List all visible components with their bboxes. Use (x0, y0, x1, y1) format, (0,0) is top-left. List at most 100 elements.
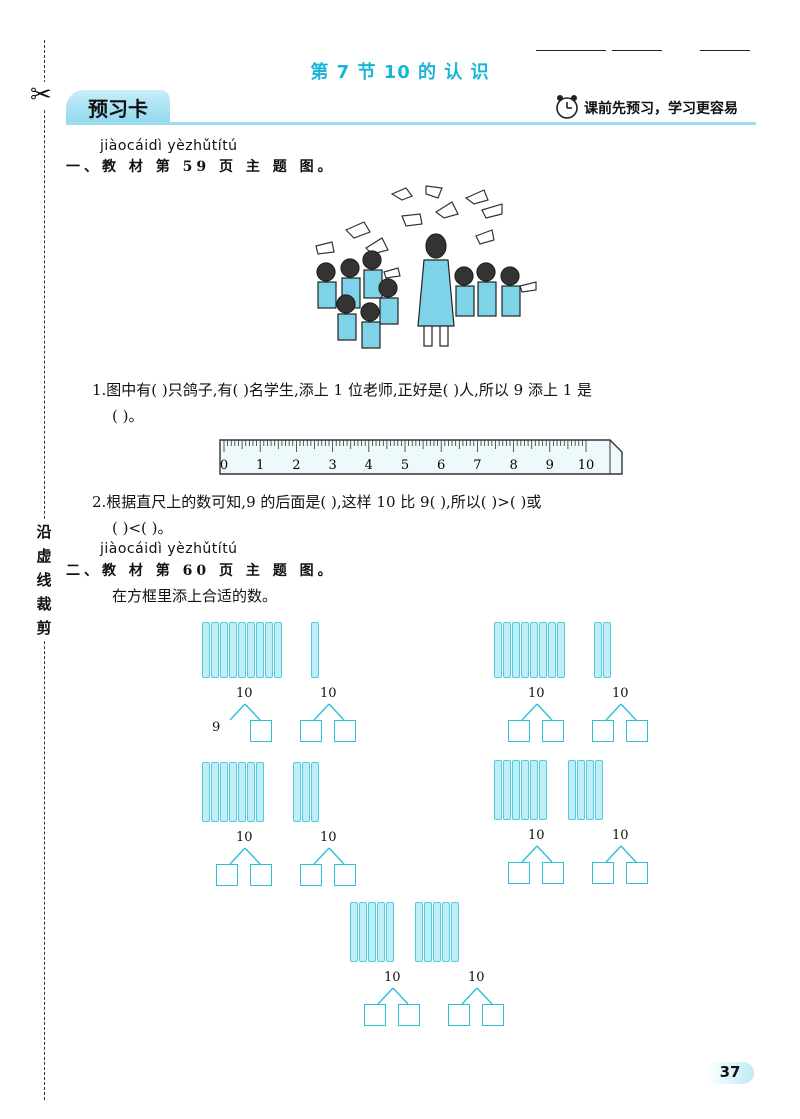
question-2-line-2: ( )<( )。 (112, 519, 173, 537)
stick (557, 622, 565, 678)
answer-box[interactable] (398, 1004, 420, 1026)
answer-box[interactable] (592, 862, 614, 884)
part1-pinyin: jiàocáidì yèzhǔtítú (100, 138, 238, 154)
split-lines (605, 845, 637, 863)
answer-box[interactable] (626, 720, 648, 742)
stick-bundle (494, 760, 547, 820)
split-lines (229, 703, 261, 721)
number-split-diagram: 10 (212, 830, 282, 894)
answer-box[interactable] (334, 864, 356, 886)
stick (256, 622, 264, 678)
answer-box[interactable] (482, 1004, 504, 1026)
stick (211, 622, 219, 678)
split-total: 10 (612, 686, 629, 701)
stick (274, 622, 282, 678)
stick (238, 622, 246, 678)
stick (521, 622, 529, 678)
ruler-number: 6 (437, 458, 445, 473)
stick (512, 622, 520, 678)
stick (539, 760, 547, 820)
number-split-diagram: 10 (360, 970, 430, 1034)
stick (442, 902, 450, 962)
split-lines (313, 703, 345, 721)
page-number-badge (706, 1062, 754, 1084)
stick (568, 760, 576, 820)
stick (229, 622, 237, 678)
stick (311, 762, 319, 822)
stick-bundle (568, 760, 603, 820)
stick (220, 622, 228, 678)
answer-box[interactable] (542, 862, 564, 884)
answer-box[interactable] (508, 862, 530, 884)
split-lines (313, 847, 345, 865)
stick (202, 622, 210, 678)
stick (424, 902, 432, 962)
number-split-diagram: 10 (504, 828, 574, 892)
stick (577, 760, 585, 820)
ruler-number: 3 (328, 458, 336, 473)
stick-bundle (311, 622, 319, 678)
stick (256, 762, 264, 822)
question-1-line-2: ( )。 (112, 407, 144, 425)
answer-box[interactable] (448, 1004, 470, 1026)
answer-box[interactable] (300, 864, 322, 886)
stick (451, 902, 459, 962)
stick (503, 622, 511, 678)
stick (377, 902, 385, 962)
ruler-number: 9 (546, 458, 554, 473)
stick (302, 762, 310, 822)
stick (512, 760, 520, 820)
stick (386, 902, 394, 962)
tip-text: 课前先预习，学习更容易 (584, 101, 738, 117)
stick (211, 762, 219, 822)
stick (503, 760, 511, 820)
split-lines (461, 987, 493, 1005)
stick (265, 622, 273, 678)
stick (368, 902, 376, 962)
split-total: 10 (384, 970, 401, 985)
answer-box[interactable] (216, 864, 238, 886)
answer-box[interactable] (542, 720, 564, 742)
cut-label: 沿虚线裁剪 (34, 520, 54, 640)
ruler-number: 5 (401, 458, 409, 473)
ruler-number: 10 (578, 458, 595, 473)
ruler-number: 4 (365, 458, 373, 473)
stick (415, 902, 423, 962)
stick (603, 622, 611, 678)
answer-box[interactable] (626, 862, 648, 884)
stick (494, 622, 502, 678)
stick (238, 762, 246, 822)
split-lines (521, 845, 553, 863)
header-blank (700, 50, 750, 51)
header-blank (612, 50, 662, 51)
clock-icon (556, 95, 578, 119)
stick (586, 760, 594, 820)
split-given-number: 9 (212, 720, 221, 735)
split-lines (605, 703, 637, 721)
answer-box[interactable] (250, 720, 272, 742)
split-lines (521, 703, 553, 721)
number-split-diagram: 10 (504, 686, 574, 750)
answer-box[interactable] (250, 864, 272, 886)
split-total: 10 (528, 686, 545, 701)
answer-box[interactable] (334, 720, 356, 742)
stick (521, 760, 529, 820)
stick (220, 762, 228, 822)
question-1-line-1: 1.图中有( )只鸽子,有( )名学生,添上 1 位老师,正好是( )人,所以 … (92, 381, 593, 399)
answer-box[interactable] (508, 720, 530, 742)
part2-pinyin: jiàocáidì yèzhǔtítú (100, 541, 238, 557)
answer-box[interactable] (364, 1004, 386, 1026)
stick (247, 622, 255, 678)
stick (247, 762, 255, 822)
number-split-diagram: 10 (296, 686, 366, 750)
stick (350, 902, 358, 962)
answer-box[interactable] (592, 720, 614, 742)
number-split-diagram: 10 (588, 686, 658, 750)
answer-box[interactable] (300, 720, 322, 742)
ruler-number: 7 (473, 458, 481, 473)
split-total: 10 (468, 970, 485, 985)
stick-bundle (415, 902, 459, 962)
